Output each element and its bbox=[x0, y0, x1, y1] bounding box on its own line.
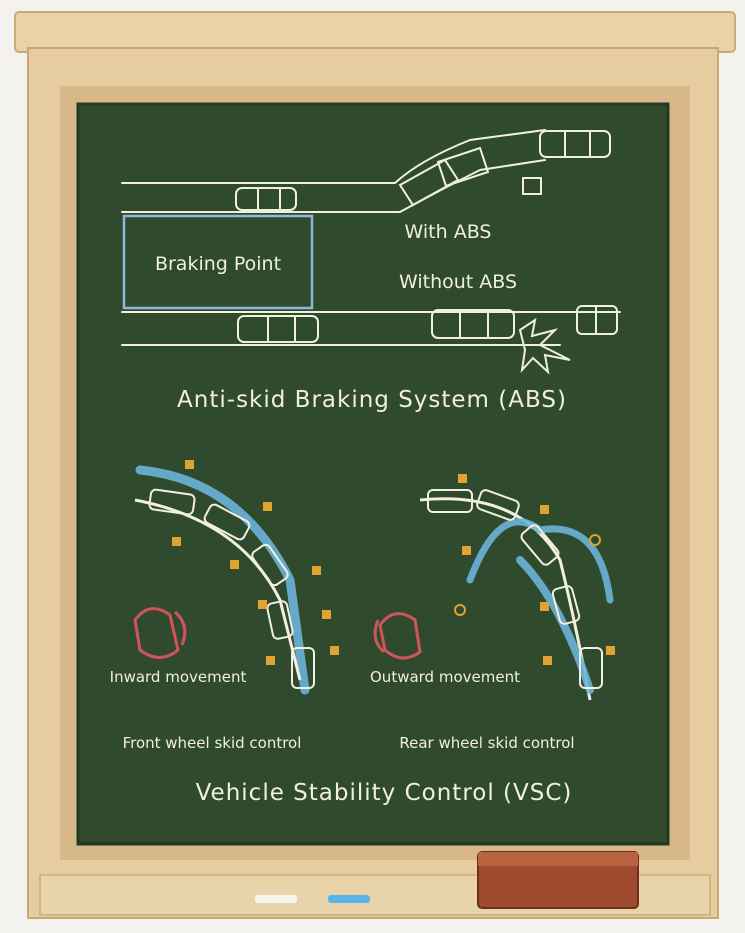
car-outline-icon bbox=[398, 158, 460, 207]
inward-movement-label: Inward movement bbox=[110, 668, 247, 686]
car-outline-icon bbox=[235, 187, 297, 211]
outward-rotation-icon bbox=[373, 612, 422, 660]
car-outline-icon bbox=[539, 130, 611, 158]
car-outline-icon bbox=[576, 305, 618, 335]
braking-point-zone bbox=[122, 214, 314, 310]
abs-title: Anti-skid Braking System (ABS) bbox=[177, 387, 567, 413]
blue-chalk-stick bbox=[328, 895, 370, 903]
without-abs-label: Without ABS bbox=[399, 271, 517, 293]
car-outline-icon bbox=[237, 315, 319, 343]
eraser-icon bbox=[477, 851, 639, 909]
abs-diagram bbox=[121, 129, 621, 375]
car-outline-icon bbox=[436, 146, 490, 188]
front-wheel-caption: Front wheel skid control bbox=[123, 734, 302, 752]
white-chalk-stick bbox=[255, 895, 297, 903]
car-outline-icon bbox=[431, 309, 515, 339]
crash-burst-icon bbox=[518, 317, 571, 375]
with-abs-label: With ABS bbox=[405, 221, 492, 243]
vsc-title: Vehicle Stability Control (VSC) bbox=[196, 780, 573, 806]
inward-rotation-icon bbox=[133, 607, 187, 659]
braking-point-box-icon bbox=[522, 177, 542, 195]
rear-wheel-caption: Rear wheel skid control bbox=[399, 734, 574, 752]
braking-point-label: Braking Point bbox=[155, 253, 281, 275]
outward-movement-label: Outward movement bbox=[370, 668, 520, 686]
rear-skid-diagram bbox=[373, 474, 615, 701]
front-skid-diagram bbox=[133, 460, 339, 695]
